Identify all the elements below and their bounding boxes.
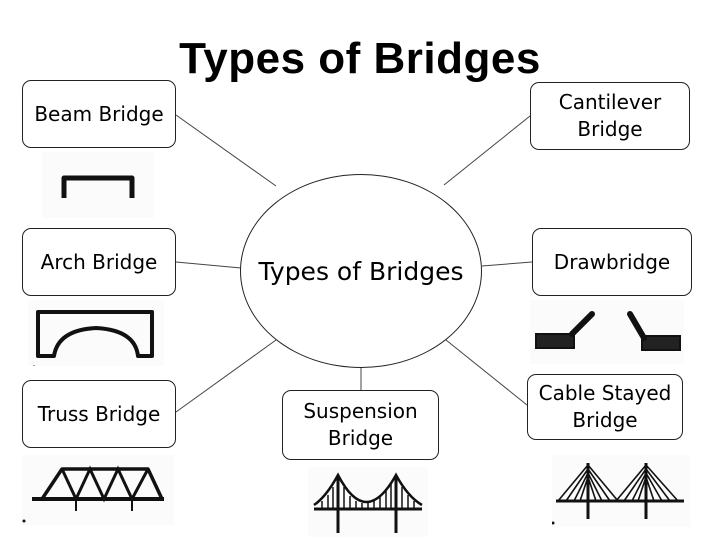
truss-bridge-sketch bbox=[22, 455, 174, 525]
node-label: Cable Stayed Bridge bbox=[538, 381, 672, 432]
node-label: Arch Bridge bbox=[40, 249, 158, 274]
node-label: Beam Bridge bbox=[34, 101, 164, 126]
node-arch-bridge: Arch Bridge bbox=[22, 228, 176, 296]
node-truss-bridge: Truss Bridge bbox=[22, 380, 176, 448]
node-label: Truss Bridge bbox=[37, 401, 161, 426]
node-cantilever-bridge: Cantilever Bridge bbox=[530, 82, 690, 150]
node-beam-bridge: Beam Bridge bbox=[22, 80, 176, 148]
cable-stayed-bridge-sketch bbox=[552, 455, 690, 527]
node-drawbridge: Drawbridge bbox=[532, 228, 692, 296]
suspension-bridge-sketch bbox=[308, 467, 428, 537]
arch-bridge-sketch bbox=[28, 300, 164, 366]
center-node: Types of Bridges bbox=[240, 174, 482, 368]
beam-bridge-sketch bbox=[42, 152, 154, 218]
drawbridge-sketch bbox=[530, 300, 684, 364]
center-label: Types of Bridges bbox=[258, 256, 464, 286]
node-label: Suspension Bridge bbox=[303, 399, 418, 450]
node-suspension-bridge: Suspension Bridge bbox=[282, 390, 439, 460]
node-cable-stayed-bridge: Cable Stayed Bridge bbox=[527, 374, 683, 440]
page-title: Types of Bridges bbox=[179, 34, 541, 83]
node-label: Drawbridge bbox=[553, 249, 671, 274]
node-label: Cantilever Bridge bbox=[558, 90, 662, 141]
